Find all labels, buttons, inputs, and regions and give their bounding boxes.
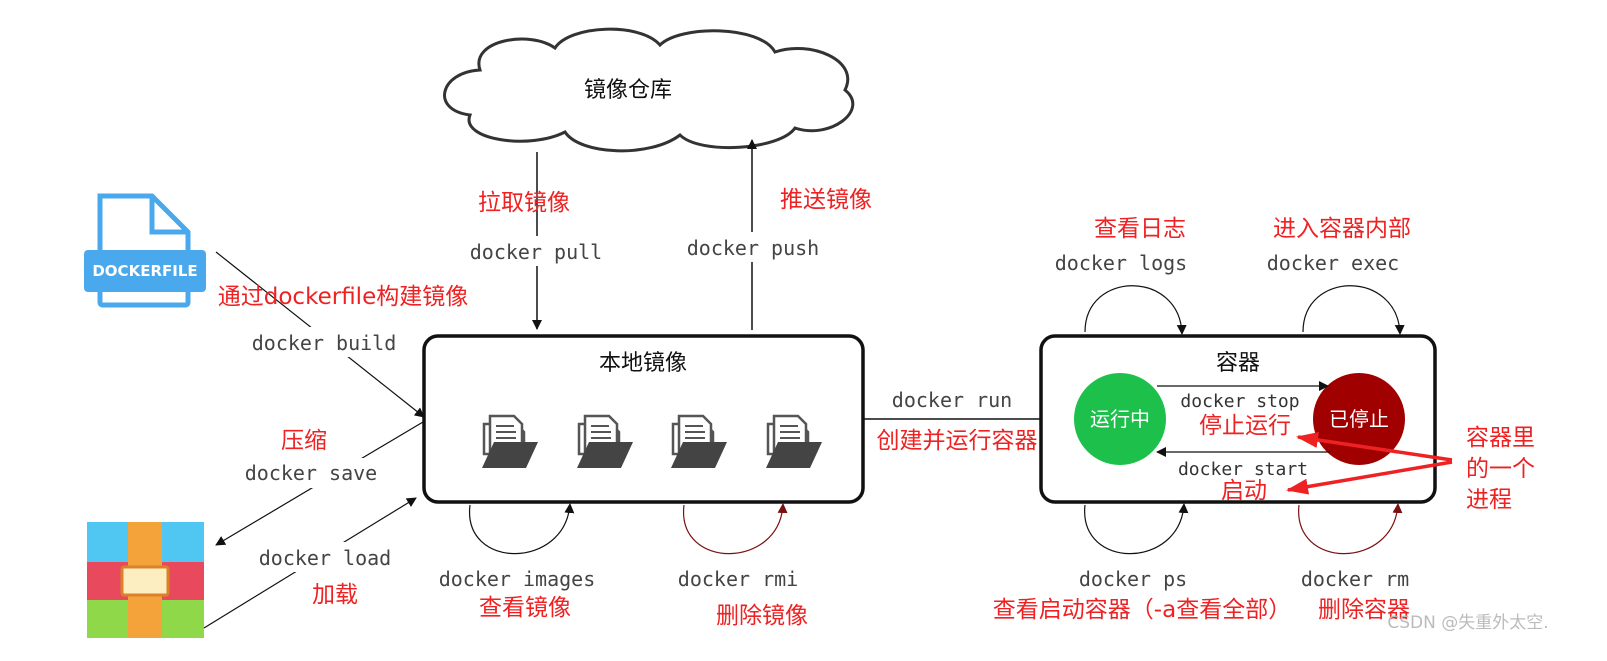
rmi-loop-arrow xyxy=(683,503,788,555)
load-cmd: docker load xyxy=(259,546,391,570)
stop-cmd: docker stop xyxy=(1180,391,1299,412)
running-label: 运行中 xyxy=(1090,407,1150,431)
running-state-circle xyxy=(1074,373,1166,465)
push-cmd: docker push xyxy=(687,236,819,260)
file-folder-icon xyxy=(766,414,822,468)
ps-desc: 查看启动容器（-a查看全部） xyxy=(993,597,1291,623)
rm-desc: 删除容器 xyxy=(1318,597,1410,623)
process-note-line2: 的一个 xyxy=(1466,456,1535,482)
file-folder-icon xyxy=(577,414,633,468)
ps-cmd: docker ps xyxy=(1079,567,1187,591)
load-desc: 加载 xyxy=(312,582,358,608)
watermark: CSDN @失重外太空. xyxy=(1387,613,1548,633)
logs-desc: 查看日志 xyxy=(1094,216,1186,242)
start-cmd: docker start xyxy=(1178,459,1308,480)
process-note-line3: 进程 xyxy=(1466,487,1512,513)
registry-label: 镜像仓库 xyxy=(584,78,672,103)
pull-desc: 拉取镜像 xyxy=(478,190,570,216)
local-image-icons xyxy=(482,414,822,468)
dockerfile-icon-text: DOCKERFILE xyxy=(92,262,197,280)
pull-cmd: docker pull xyxy=(470,240,602,264)
file-folder-icon xyxy=(671,414,727,468)
rmi-desc: 删除镜像 xyxy=(716,603,808,629)
images-cmd: docker images xyxy=(439,567,596,591)
images-loop-arrow xyxy=(469,503,575,555)
file-folder-icon xyxy=(482,414,538,468)
ps-loop-arrow xyxy=(1084,503,1189,555)
local-images-title: 本地镜像 xyxy=(599,351,687,376)
dockerfile-icon: DOCKERFILE xyxy=(84,193,206,308)
archive-icon xyxy=(87,522,204,638)
exec-cmd: docker exec xyxy=(1267,251,1399,275)
save-cmd: docker save xyxy=(245,461,377,485)
save-desc: 压缩 xyxy=(281,428,327,454)
logs-loop-arrow xyxy=(1084,285,1187,335)
stopped-label: 已停止 xyxy=(1329,407,1389,431)
images-desc: 查看镜像 xyxy=(479,595,571,621)
note-arrow-stop xyxy=(1296,432,1453,462)
rm-cmd: docker rm xyxy=(1301,567,1409,591)
logs-cmd: docker logs xyxy=(1055,251,1187,275)
local-images-box xyxy=(422,334,865,504)
exec-loop-arrow xyxy=(1302,285,1405,335)
rmi-cmd: docker rmi xyxy=(678,567,798,591)
run-cmd: docker run xyxy=(892,388,1012,412)
run-desc: 创建并运行容器 xyxy=(877,428,1038,454)
note-arrow-start xyxy=(1286,460,1453,495)
start-desc: 启动 xyxy=(1221,478,1267,504)
build-desc: 通过dockerfile构建镜像 xyxy=(218,284,468,310)
container-title: 容器 xyxy=(1216,351,1260,376)
rm-loop-arrow xyxy=(1298,503,1403,555)
stop-desc: 停止运行 xyxy=(1199,413,1291,439)
registry-cloud: 镜像仓库 xyxy=(443,27,855,153)
exec-desc: 进入容器内部 xyxy=(1273,216,1411,242)
push-desc: 推送镜像 xyxy=(780,187,872,213)
build-cmd: docker build xyxy=(252,331,397,355)
process-note-line1: 容器里 xyxy=(1466,425,1535,451)
